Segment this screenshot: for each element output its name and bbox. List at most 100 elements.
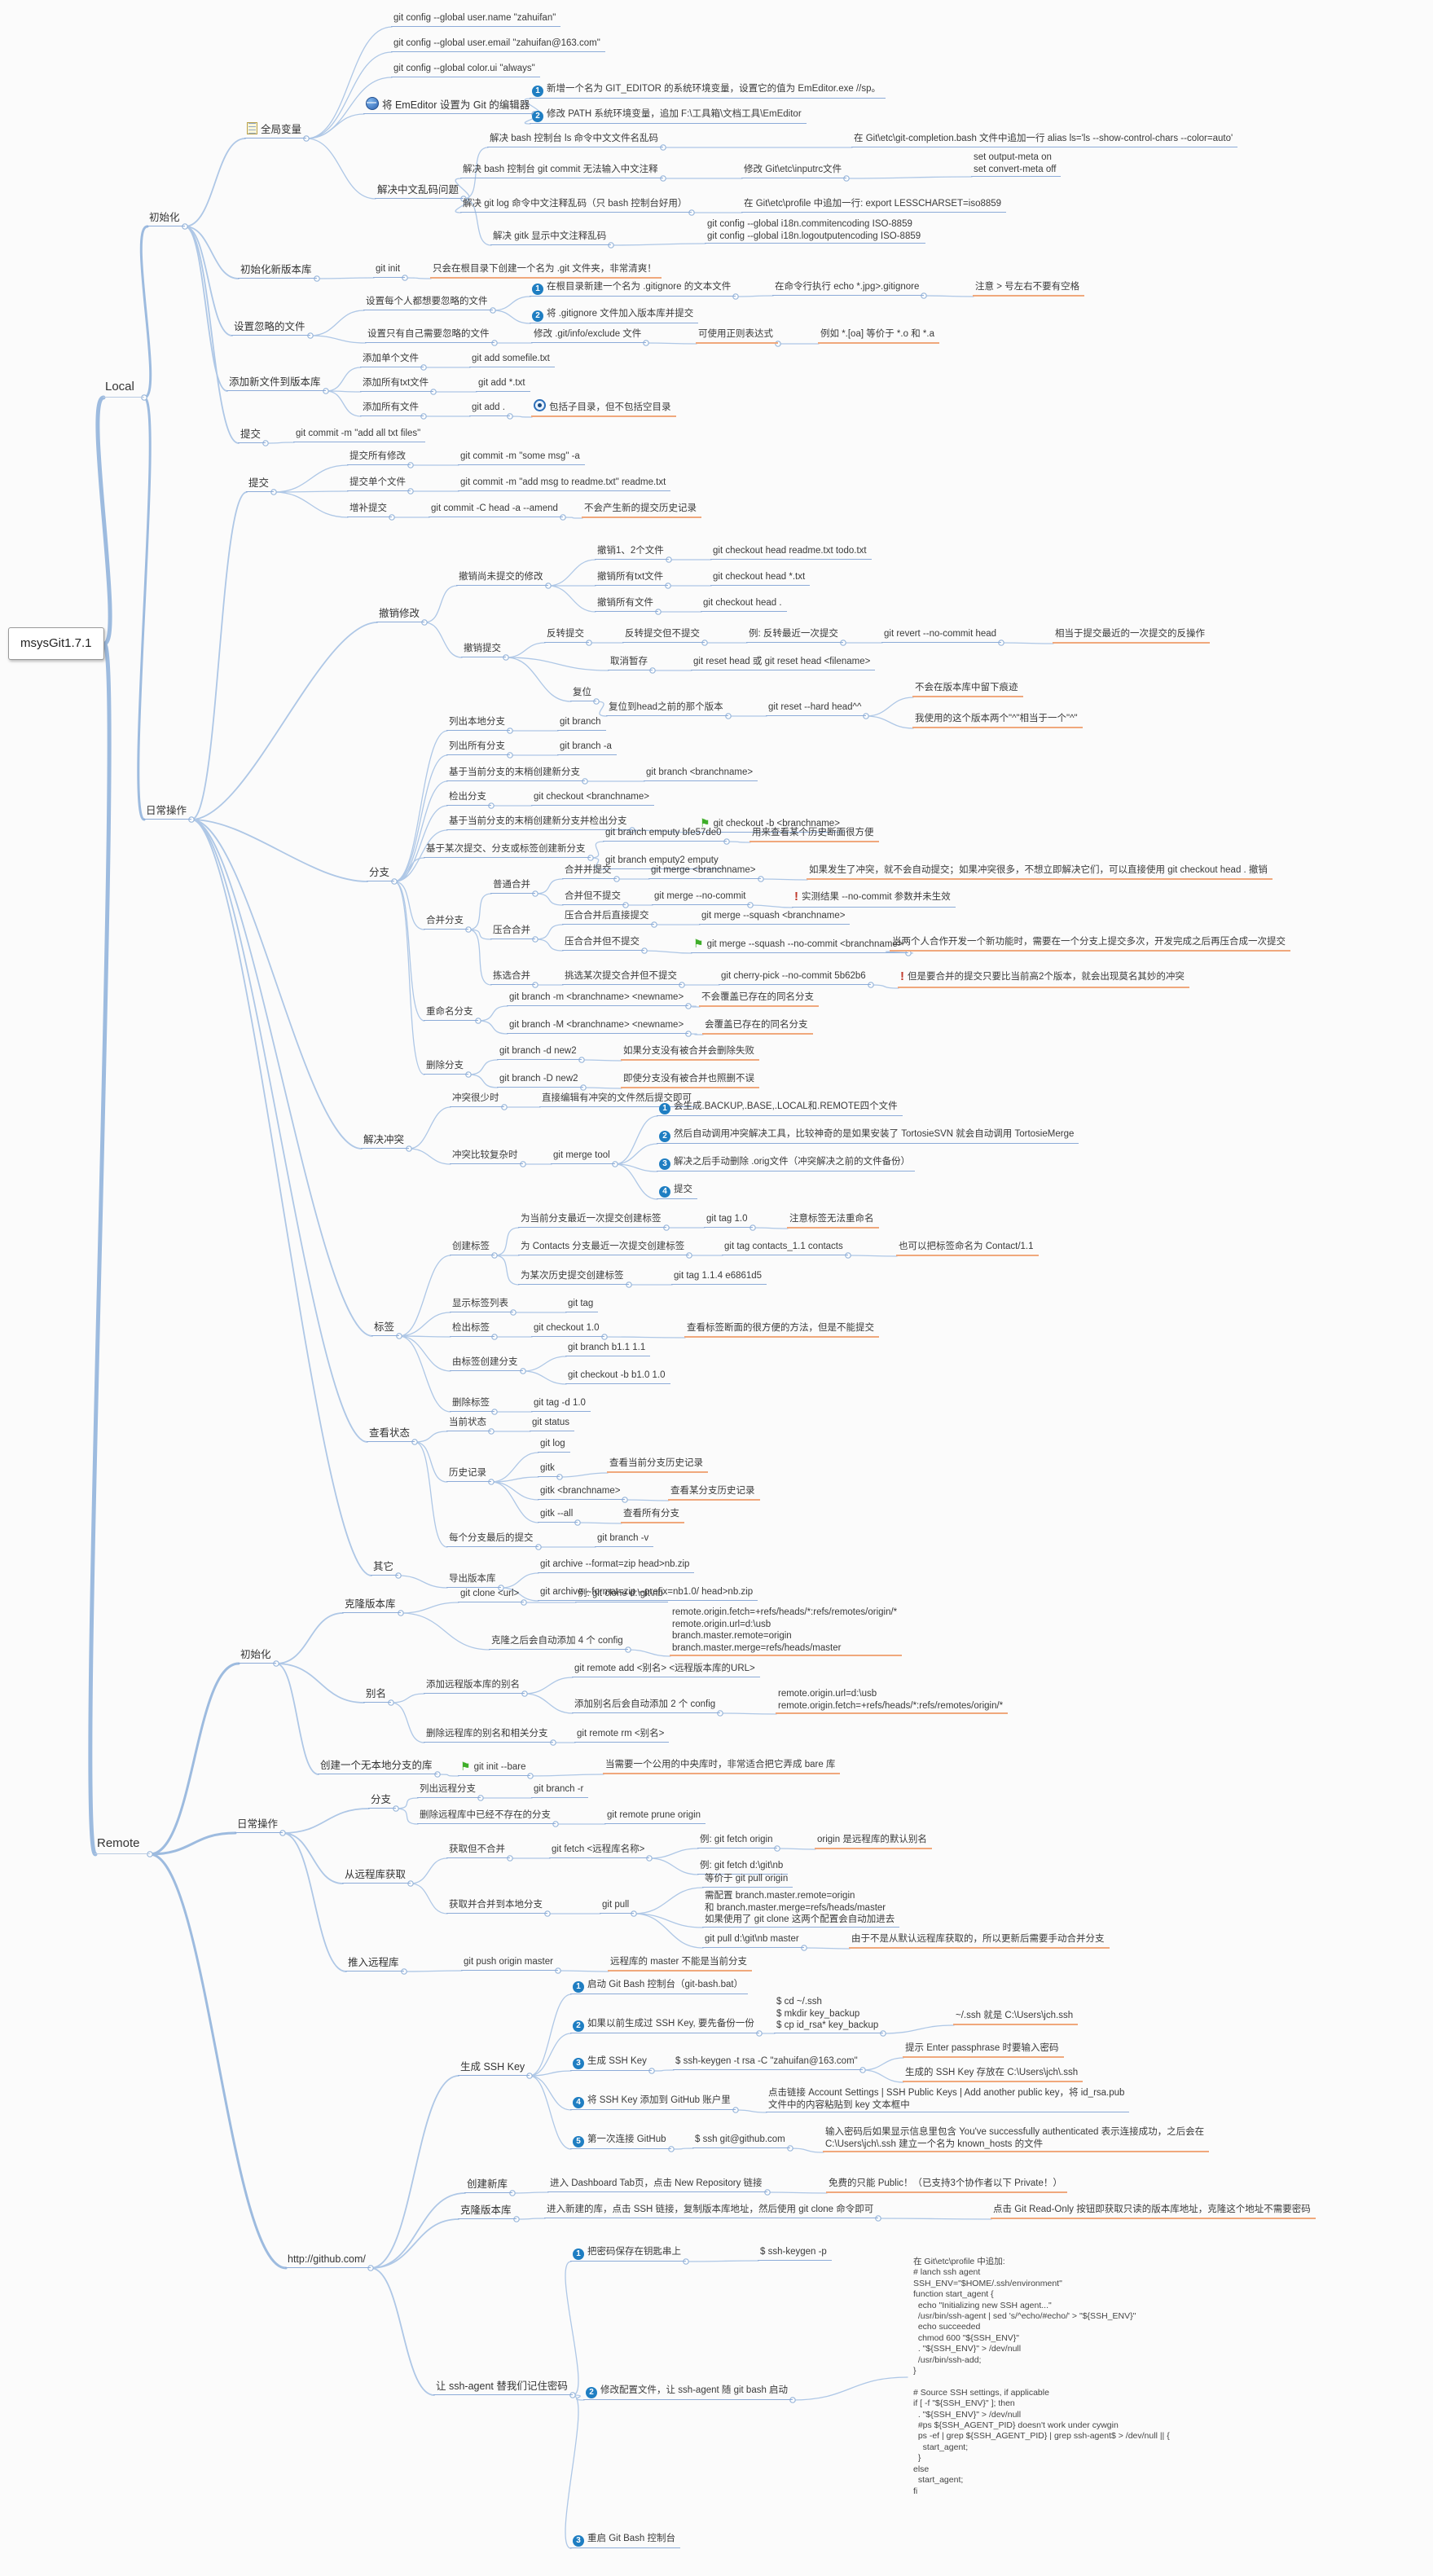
map-node[interactable]: 列出本地分支: [446, 715, 510, 731]
map-node[interactable]: 分支: [368, 1792, 397, 1809]
map-node[interactable]: 不会产生新的提交历史记录: [582, 502, 701, 518]
map-node[interactable]: git archive --format=zip head>nb.zip: [538, 1558, 695, 1573]
map-node[interactable]: git commit -m "some msg" -a: [458, 450, 585, 465]
map-node[interactable]: gitk --all: [538, 1507, 578, 1523]
map-node[interactable]: 撤销修改: [376, 606, 425, 623]
map-node[interactable]: 如果发生了冲突，就不会自动提交；如果冲突很多，不想立即解决它们，可以直接使用 g…: [807, 864, 1273, 880]
section-other[interactable]: 其它: [371, 1559, 399, 1576]
map-node[interactable]: git branch emputy2 emputy: [603, 854, 723, 869]
map-node[interactable]: 查看当前分支历史记录: [607, 1457, 708, 1473]
map-node[interactable]: 输入密码后如果显示信息里包含 You've successfully authe…: [823, 2126, 1210, 2152]
map-node[interactable]: 为某次历史提交创建标签: [518, 1269, 629, 1285]
map-node[interactable]: git init: [373, 262, 406, 278]
map-node[interactable]: 增补提交: [347, 502, 392, 517]
map-node[interactable]: git branch -M <branchname> <newname>: [507, 1018, 689, 1034]
map-node[interactable]: 进入新建的库，点击 SSH 链接，复制版本库地址，然后使用 git clone …: [544, 2203, 879, 2218]
map-node[interactable]: 当前状态: [446, 1416, 491, 1431]
map-node[interactable]: 进入 Dashboard Tab页，点击 New Repository 链接: [547, 2177, 767, 2192]
map-node[interactable]: 为当前分支最近一次提交创建标签: [518, 1212, 666, 1228]
map-node[interactable]: git tag 1.1.4 e6861d5: [671, 1269, 767, 1285]
local-branch[interactable]: Local: [103, 378, 144, 398]
section-conflict[interactable]: 解决冲突: [361, 1132, 410, 1150]
map-node[interactable]: 列出远程分支: [417, 1783, 481, 1798]
map-node[interactable]: 添加单个文件: [360, 352, 424, 367]
map-node[interactable]: 提交所有修改: [347, 450, 411, 465]
map-node[interactable]: ~/.ssh 就是 C:\Users\jch.ssh: [953, 2009, 1079, 2025]
map-node[interactable]: git branch <branchname>: [644, 766, 758, 781]
map-node[interactable]: git archive --format=zip --prefix=nb1.0/…: [538, 1585, 758, 1601]
map-node[interactable]: git commit -m "add msg to readme.txt" re…: [458, 476, 671, 491]
map-node[interactable]: 检出分支: [446, 790, 491, 806]
map-node[interactable]: 设置忽略的文件: [231, 319, 310, 336]
map-node[interactable]: 查看标签断面的很方便的方法，但是不能提交: [684, 1321, 879, 1338]
map-node[interactable]: 撤销1、2个文件: [595, 544, 669, 560]
section-tag[interactable]: 标签: [371, 1320, 400, 1337]
map-node[interactable]: 删除标签: [450, 1396, 495, 1412]
map-node[interactable]: git branch -a: [557, 740, 617, 755]
map-node[interactable]: 在命令行执行 echo *.jpg>.gitignore: [772, 280, 925, 296]
map-node[interactable]: git clone <url>: [458, 1587, 525, 1602]
map-node[interactable]: 用来查看某个历史断面很方便: [749, 826, 879, 842]
map-node[interactable]: git checkout head readme.txt todo.txt: [710, 544, 872, 560]
map-node[interactable]: 解决中文乱码问题: [375, 182, 464, 200]
map-node[interactable]: 例如 *.[oa] 等价于 *.o 和 *.a: [818, 327, 939, 344]
map-node[interactable]: 普通合并: [490, 878, 535, 894]
map-node[interactable]: 反转提交但不提交: [622, 627, 705, 643]
map-node[interactable]: 压合合并后直接提交: [562, 909, 654, 925]
map-node[interactable]: 检出标签: [450, 1321, 495, 1337]
map-node[interactable]: git branch -D new2: [497, 1072, 583, 1088]
map-node[interactable]: 生成 SSH Key: [458, 2059, 530, 2077]
map-node[interactable]: git fetch <远程库名称>: [549, 1843, 650, 1858]
map-node[interactable]: git reset --hard head^^: [766, 701, 867, 716]
map-node[interactable]: 提交: [238, 427, 266, 444]
map-node[interactable]: 提示 Enter passphrase 时要输入密码: [903, 2042, 1064, 2058]
map-node[interactable]: ⚑git merge --squash --no-commit <branchn…: [691, 935, 908, 954]
section-local-daily[interactable]: 日常操作: [143, 803, 192, 820]
map-node[interactable]: 设置每个人都想要忽略的文件: [363, 295, 493, 310]
map-node[interactable]: 修改 .git/info/exclude 文件: [531, 327, 647, 343]
map-node[interactable]: 显示标签列表: [450, 1297, 513, 1312]
map-node[interactable]: ⚑git init --bare: [458, 1758, 531, 1777]
map-node[interactable]: 例: git fetch d:\git\nb: [697, 1859, 789, 1875]
map-node[interactable]: 注意标签无法重命名: [787, 1212, 879, 1229]
map-node[interactable]: 点击链接 Account Settings | SSH Public Keys …: [766, 2087, 1130, 2112]
map-node[interactable]: 添加远程版本库的别名: [424, 1678, 525, 1694]
map-node[interactable]: 提交: [246, 476, 275, 493]
map-node[interactable]: git checkout head *.txt: [710, 570, 811, 586]
map-node[interactable]: 解决 git log 命令中文注释乱码（只 bash 控制台好用）: [460, 197, 692, 213]
map-node[interactable]: 推入远程库: [345, 1955, 404, 1972]
map-node[interactable]: gitk: [538, 1462, 560, 1477]
map-node[interactable]: git reset head 或 git reset head <filenam…: [691, 655, 876, 670]
map-node[interactable]: 例: 反转最近一次提交: [746, 627, 843, 643]
map-node[interactable]: 冲突很少时: [450, 1092, 504, 1107]
map-node[interactable]: git remote prune origin: [604, 1809, 706, 1824]
map-node[interactable]: 删除分支: [424, 1059, 468, 1075]
map-node[interactable]: 免费的只能 Public！（已支持3个协作者以下 Private！）: [826, 2177, 1067, 2193]
map-node[interactable]: 列出所有分支: [446, 740, 510, 755]
map-node[interactable]: git branch -v: [595, 1532, 654, 1547]
map-node[interactable]: git remote add <别名> <远程版本库的URL>: [572, 1662, 760, 1677]
map-node[interactable]: 不会覆盖已存在的同名分支: [699, 991, 819, 1007]
map-node[interactable]: 可使用正则表达式: [696, 327, 778, 344]
map-node[interactable]: 修改 Git\etc\inputrc文件: [741, 163, 847, 178]
map-node[interactable]: git checkout -b b1.0 1.0: [565, 1369, 670, 1384]
section-branch[interactable]: 分支: [367, 865, 395, 882]
map-node[interactable]: 克隆版本库: [458, 2203, 516, 2220]
map-node[interactable]: 合并并提交: [562, 864, 617, 879]
map-node[interactable]: 当需要一个公用的中央库时，非常适合把它弄成 bare 库: [603, 1758, 841, 1774]
map-node[interactable]: git branch: [557, 715, 606, 731]
map-node[interactable]: git merge --squash <branchname>: [699, 909, 851, 925]
map-node[interactable]: git remote rm <别名>: [574, 1727, 670, 1743]
section-local-init[interactable]: 初始化: [147, 210, 185, 227]
map-node[interactable]: git merge tool: [551, 1149, 615, 1164]
